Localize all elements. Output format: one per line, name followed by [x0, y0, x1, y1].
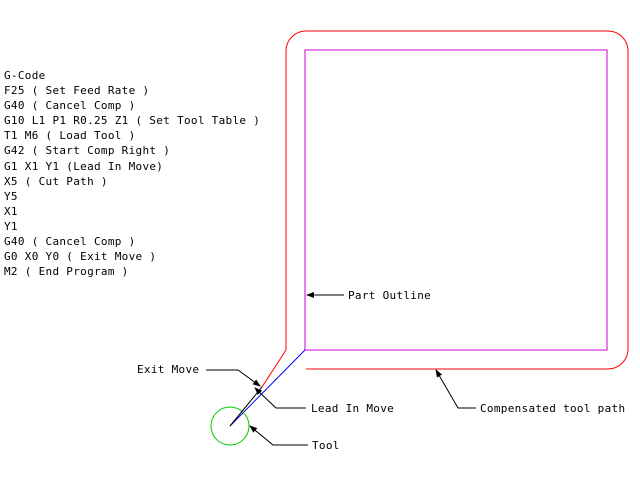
exit-move-label: Exit Move — [137, 363, 200, 376]
gcode-line: G42 ( Start Comp Right ) — [4, 144, 171, 158]
gcode-line: X5 ( Cut Path ) — [4, 174, 108, 188]
gcode-line: G40 ( Cancel Comp ) — [4, 235, 136, 249]
exit-move-leader-arrow — [206, 369, 261, 387]
gcode-line: G0 X0 Y0 ( Exit Move ) — [4, 250, 157, 264]
part-outline — [304, 49, 608, 351]
gcode-line: T1 M6 ( Load Tool ) — [4, 129, 136, 143]
tool-circle — [210, 406, 250, 446]
tool-label: Tool — [312, 439, 340, 452]
part-outline-label: Part Outline — [348, 289, 432, 302]
gcode-line: M2 ( End Program ) — [4, 265, 129, 279]
gcode-line: Y1 — [4, 219, 18, 233]
gcode-line: G40 ( Cancel Comp ) — [4, 99, 136, 113]
lead-in-move-label: Lead In Move — [311, 402, 395, 415]
gcode-line: F25 ( Set Feed Rate ) — [4, 84, 150, 98]
gcode-line: G-Code — [4, 69, 46, 82]
exit-move-line — [229, 386, 263, 427]
gcode-listing: G-Code F25 ( Set Feed Rate ) G40 ( Cance… — [4, 68, 260, 279]
compensated-path-leader-arrow — [435, 369, 476, 409]
gcode-line: X1 — [4, 204, 18, 218]
lead-in-leader-arrow — [254, 387, 306, 409]
lead-in-line — [229, 349, 306, 427]
compensated-tool-path — [261, 30, 629, 388]
tool-leader-arrow — [249, 425, 308, 446]
gcode-line: G10 L1 P1 R0.25 Z1 ( Set Tool Table ) — [4, 114, 261, 128]
gcode-line: G1 X1 Y1 (Lead In Move) — [4, 159, 164, 173]
gcode-line: Y5 — [4, 189, 18, 203]
compensated-tool-path-label: Compensated tool path — [480, 402, 626, 415]
